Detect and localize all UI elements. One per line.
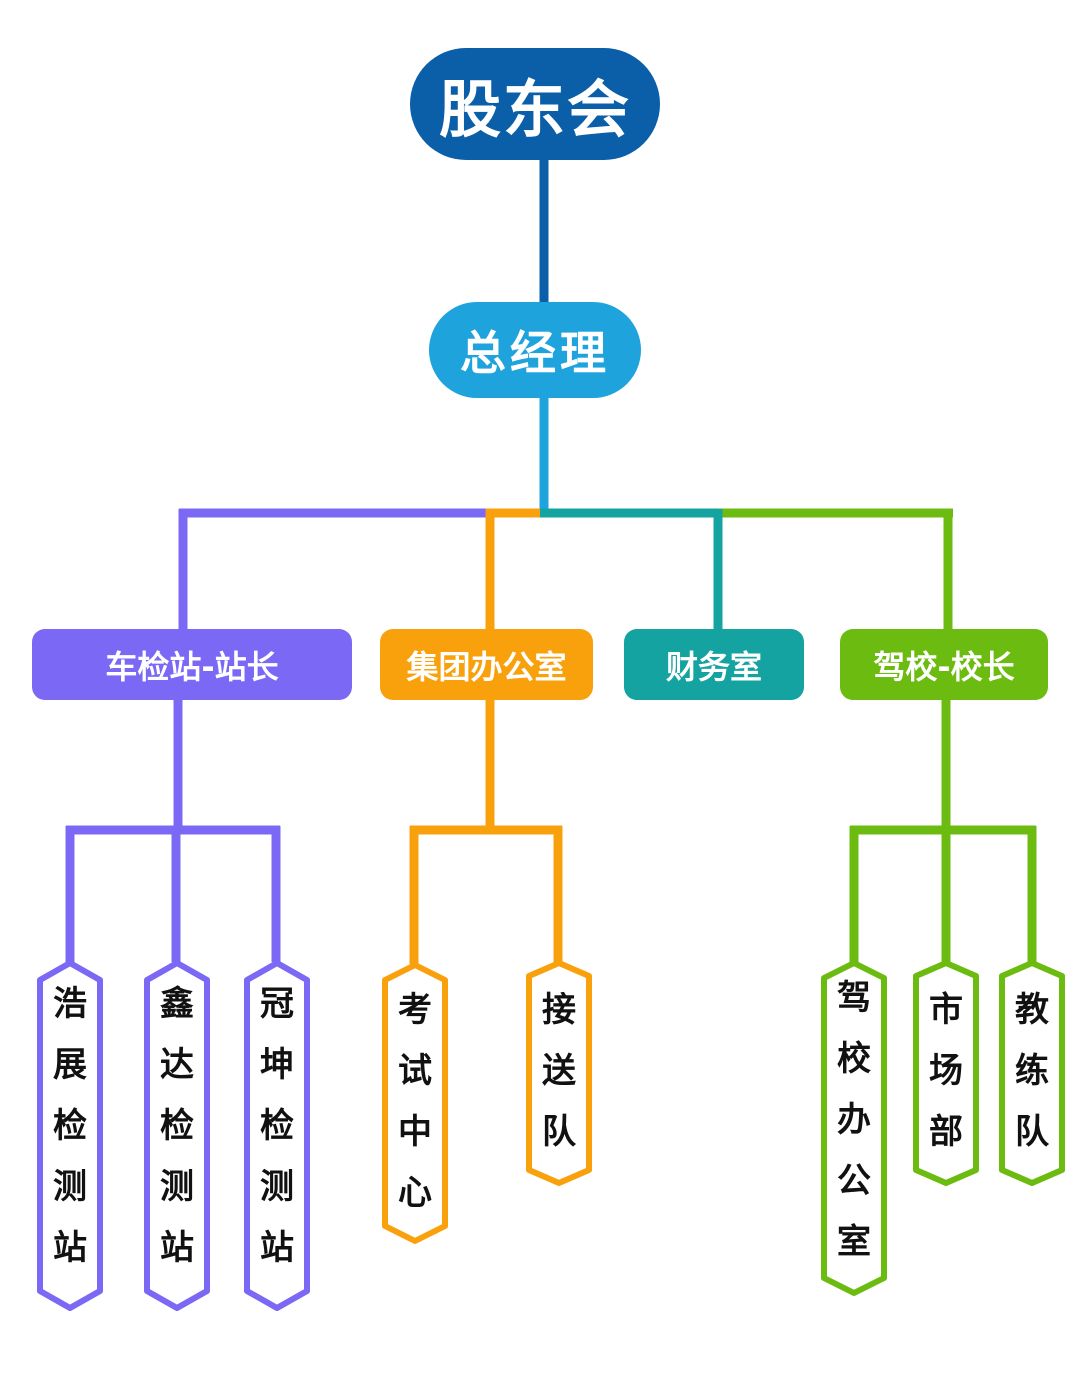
vertical-char: 接 xyxy=(542,990,576,1030)
vertical-char: 达 xyxy=(160,1045,194,1085)
vertical-char: 浩 xyxy=(53,984,87,1024)
vertical-char: 试 xyxy=(398,1051,432,1091)
dept-inspection-node: 车检站-站长 xyxy=(32,629,352,700)
vertical-label-text: 鑫达检测站 xyxy=(142,974,212,1279)
dept-finance-node: 财务室 xyxy=(624,629,804,700)
vertical-char: 检 xyxy=(260,1106,294,1146)
vertical-label-text: 考试中心 xyxy=(380,980,450,1224)
dept-finance-label: 财务室 xyxy=(665,647,762,686)
child-marketing: 市场部 xyxy=(911,958,981,1188)
dept-office-node: 集团办公室 xyxy=(380,629,593,700)
child-guankun-station: 冠坤检测站 xyxy=(242,958,312,1313)
vertical-char: 市 xyxy=(929,990,963,1030)
vertical-char: 练 xyxy=(1015,1051,1049,1091)
child-coach-team-label: 教练队 xyxy=(997,980,1067,1163)
child-xinda-station-label: 鑫达检测站 xyxy=(142,974,212,1279)
connector-inspection-children xyxy=(65,700,281,962)
child-haozhan-station-label: 浩展检测站 xyxy=(35,974,105,1279)
vertical-char: 队 xyxy=(1015,1112,1049,1152)
vertical-char: 队 xyxy=(542,1112,576,1152)
child-shuttle-team-label: 接送队 xyxy=(524,980,594,1163)
child-coach-team: 教练队 xyxy=(997,958,1067,1188)
child-shuttle-team: 接送队 xyxy=(524,958,594,1188)
vertical-char: 检 xyxy=(160,1106,194,1146)
vertical-label-text: 市场部 xyxy=(911,980,981,1163)
dept-school-label: 驾校-校长 xyxy=(873,647,1015,686)
vertical-char: 送 xyxy=(542,1051,576,1091)
vertical-char: 鑫 xyxy=(160,984,194,1024)
vertical-char: 办 xyxy=(837,1100,871,1140)
child-exam-center: 考试中心 xyxy=(380,960,450,1246)
vertical-char: 场 xyxy=(929,1051,963,1091)
child-guankun-station-label: 冠坤检测站 xyxy=(242,974,312,1279)
vertical-char: 中 xyxy=(398,1112,432,1152)
general-manager-node: 总经理 xyxy=(429,302,641,398)
child-exam-center-label: 考试中心 xyxy=(380,980,450,1224)
child-school-office-label: 驾校办公室 xyxy=(819,968,889,1273)
child-xinda-station: 鑫达检测站 xyxy=(142,958,212,1313)
dept-office-label: 集团办公室 xyxy=(406,647,567,686)
vertical-char: 检 xyxy=(53,1106,87,1146)
vertical-char: 测 xyxy=(160,1167,194,1207)
vertical-char: 驾 xyxy=(837,978,871,1018)
general-manager-label: 总经理 xyxy=(460,326,610,380)
vertical-label-text: 接送队 xyxy=(524,980,594,1163)
vertical-char: 展 xyxy=(53,1045,87,1085)
vertical-char: 站 xyxy=(260,1228,294,1268)
vertical-char: 教 xyxy=(1015,990,1049,1030)
vertical-char: 校 xyxy=(837,1039,871,1079)
vertical-char: 室 xyxy=(837,1222,871,1262)
child-school-office: 驾校办公室 xyxy=(819,958,889,1298)
vertical-label-text: 浩展检测站 xyxy=(35,974,105,1279)
vertical-char: 站 xyxy=(160,1228,194,1268)
vertical-label-text: 驾校办公室 xyxy=(819,968,889,1273)
vertical-char: 心 xyxy=(398,1173,432,1213)
vertical-char: 考 xyxy=(398,990,432,1030)
vertical-char: 站 xyxy=(53,1228,87,1268)
vertical-char: 测 xyxy=(53,1167,87,1207)
vertical-label-text: 冠坤检测站 xyxy=(242,974,312,1279)
vertical-char: 公 xyxy=(837,1161,871,1201)
dept-school-node: 驾校-校长 xyxy=(840,629,1048,700)
vertical-char: 测 xyxy=(260,1167,294,1207)
board-label: 股东会 xyxy=(438,73,631,146)
child-marketing-label: 市场部 xyxy=(911,980,981,1163)
child-haozhan-station: 浩展检测站 xyxy=(35,958,105,1313)
board-node: 股东会 xyxy=(410,48,660,160)
vertical-label-text: 教练队 xyxy=(997,980,1067,1163)
dept-inspection-label: 车检站-站长 xyxy=(105,647,279,686)
vertical-char: 坤 xyxy=(260,1045,294,1085)
connector-office-children xyxy=(409,700,563,964)
vertical-char: 冠 xyxy=(260,984,294,1024)
connector-school-children xyxy=(849,700,1037,962)
vertical-char: 部 xyxy=(929,1112,963,1152)
